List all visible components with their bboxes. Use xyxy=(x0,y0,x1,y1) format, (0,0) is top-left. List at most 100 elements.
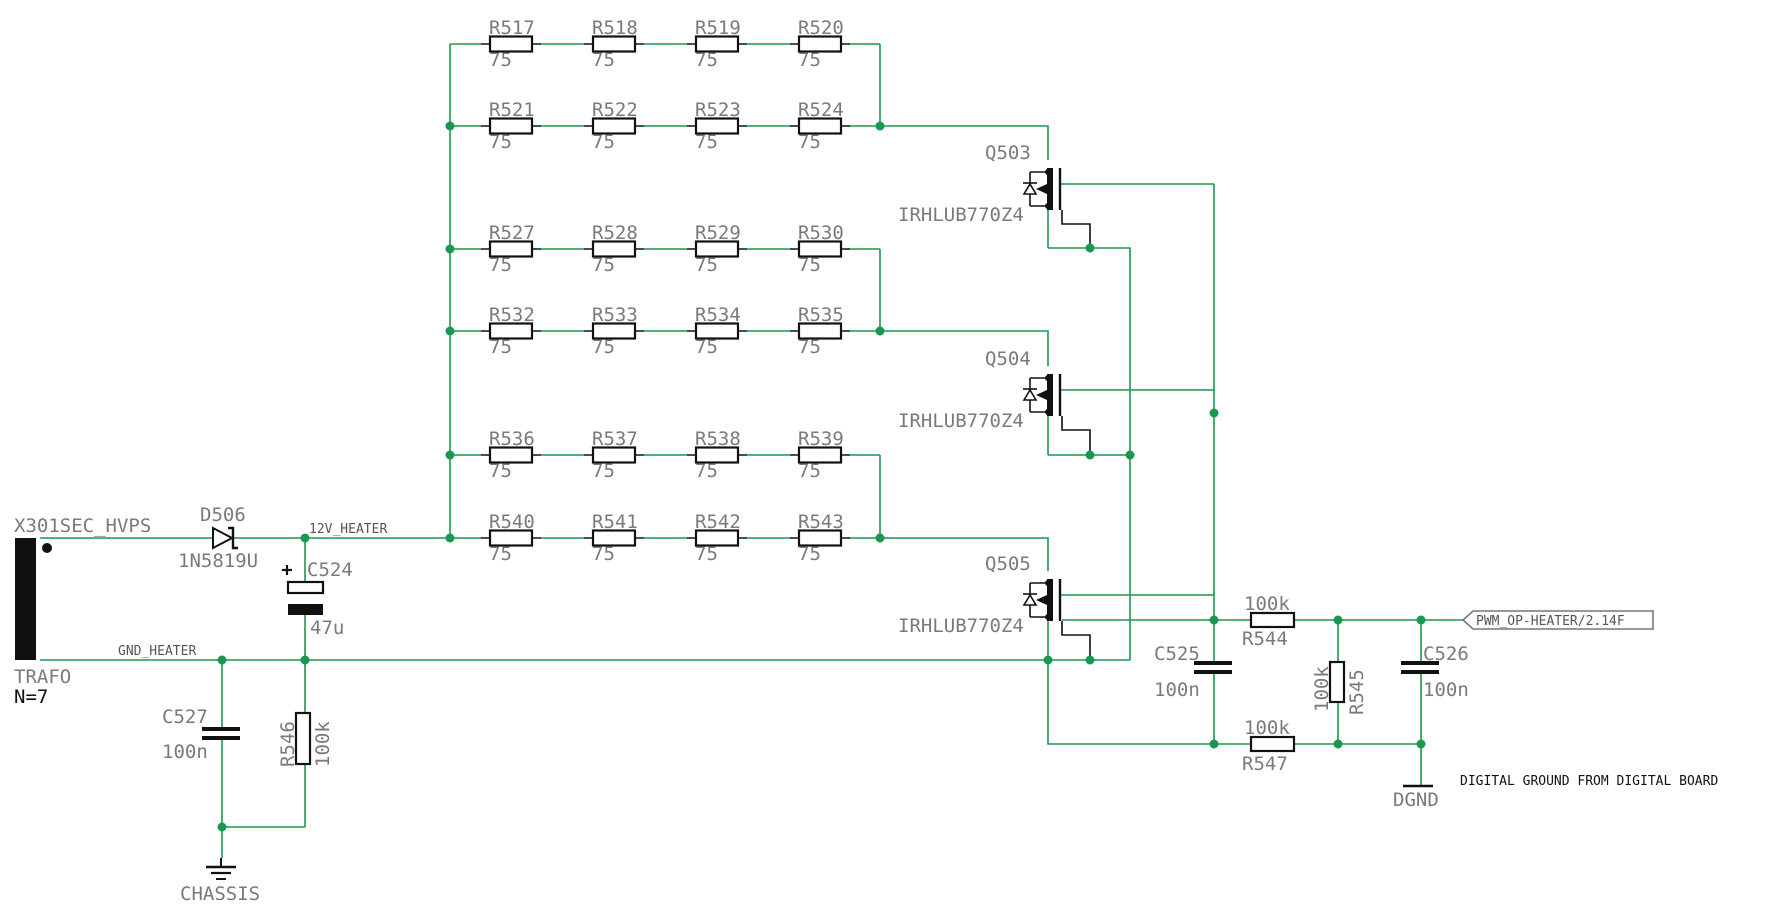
resistor-name-label: R534 xyxy=(695,304,741,326)
mosfet-part-label: IRHLUB770Z4 xyxy=(898,204,1024,226)
transformer-ratio: N=7 xyxy=(14,686,48,708)
digital-ground-note: DIGITAL GROUND FROM DIGITAL BOARD xyxy=(1460,774,1718,789)
pwm-port-label: PWM_OP-HEATER/2.14F xyxy=(1476,614,1625,629)
resistor-name-label: R537 xyxy=(592,428,638,450)
resistor-r530 xyxy=(797,240,843,258)
capacitor-c526 xyxy=(1401,661,1439,674)
mosfet-name-label: Q503 xyxy=(985,142,1031,164)
resistor-r535 xyxy=(797,322,843,340)
capacitor-c524 xyxy=(282,565,325,615)
resistor-name-label: R517 xyxy=(489,17,535,39)
resistor-name-label: R539 xyxy=(798,428,844,450)
resistor-r523 xyxy=(694,117,740,135)
junction-dot xyxy=(217,822,227,832)
resistor-name-label: R535 xyxy=(798,304,844,326)
resistor-value-label: 75 xyxy=(592,49,615,71)
resistor-r540 xyxy=(488,529,534,547)
mosfet-node xyxy=(1045,375,1051,381)
wire xyxy=(1048,247,1131,660)
resistor-r544 xyxy=(1249,611,1296,629)
resistor-name-label: R524 xyxy=(798,99,844,121)
mosfet-part-label: IRHLUB770Z4 xyxy=(898,410,1024,432)
components: X301SEC_HVPS TRAFO N=7 D506 1N5819U 12V_… xyxy=(14,17,1718,905)
resistor-name-label: R523 xyxy=(695,99,741,121)
resistor-name-label: R538 xyxy=(695,428,741,450)
resistor-value-label: 75 xyxy=(695,336,718,358)
resistor-name-label: R518 xyxy=(592,17,638,39)
transformer-dot xyxy=(42,543,52,553)
resistor-r528 xyxy=(591,240,637,258)
resistor-value-label: 75 xyxy=(695,131,718,153)
resistor-r545 xyxy=(1328,660,1346,704)
capacitor-c525 xyxy=(1194,661,1232,674)
junction-dot xyxy=(445,450,455,460)
junction-dot xyxy=(1043,655,1053,665)
mosfet-node xyxy=(1045,580,1051,586)
junction-dot xyxy=(1209,615,1219,625)
resistor-name-label: R527 xyxy=(489,222,535,244)
resistor-value-label: 75 xyxy=(798,543,821,565)
junction-dot xyxy=(445,326,455,336)
resistor-value-label: 75 xyxy=(592,460,615,482)
net-label-12v-heater: 12V_HEATER xyxy=(309,522,387,537)
c525-value: 100n xyxy=(1154,679,1200,701)
resistor-r543 xyxy=(797,529,843,547)
mosfet-kelvin-lead xyxy=(1061,416,1091,455)
junction-dot xyxy=(875,121,885,131)
junction-dot xyxy=(1333,615,1343,625)
mosfet-node xyxy=(1045,409,1051,415)
resistor-name-label: R519 xyxy=(695,17,741,39)
resistor-value-label: 75 xyxy=(798,49,821,71)
resistor-r534 xyxy=(694,322,740,340)
resistor-value-label: 75 xyxy=(489,336,512,358)
wire xyxy=(880,537,1049,571)
resistor-r541 xyxy=(591,529,637,547)
resistor-value-label: 75 xyxy=(489,131,512,153)
mosfet-name-label: Q504 xyxy=(985,348,1031,370)
r547-name: R547 xyxy=(1242,753,1288,775)
mosfet-arrow xyxy=(1036,184,1047,194)
resistor-r519 xyxy=(694,35,740,53)
junction-dot xyxy=(1125,450,1135,460)
body-diode xyxy=(1022,388,1038,401)
wire xyxy=(880,330,1049,366)
net-label-gnd-heater: GND_HEATER xyxy=(118,644,196,659)
junction-dot xyxy=(300,533,310,543)
mosfet-name-label: Q505 xyxy=(985,553,1031,575)
r546-name: R546 xyxy=(277,721,299,767)
pwm-port-icon xyxy=(1461,610,1654,630)
capacitor-c527 xyxy=(202,727,240,740)
resistor-value-label: 75 xyxy=(798,131,821,153)
junction-dot xyxy=(217,655,227,665)
junction-dot xyxy=(875,326,885,336)
resistor-r527 xyxy=(488,240,534,258)
wire xyxy=(880,125,1049,160)
resistor-value-label: 75 xyxy=(489,254,512,276)
junction-dot xyxy=(1209,739,1219,749)
dgnd-label: DGND xyxy=(1393,789,1439,811)
resistor-value-label: 75 xyxy=(695,543,718,565)
c527-value: 100n xyxy=(162,741,208,763)
chassis-ground-icon xyxy=(206,858,236,880)
junction-dot xyxy=(1085,655,1095,665)
junction-dot xyxy=(445,244,455,254)
junction-dot xyxy=(1085,450,1095,460)
junction-dot xyxy=(445,533,455,543)
resistor-r522 xyxy=(591,117,637,135)
resistor-name-label: R536 xyxy=(489,428,535,450)
resistor-value-label: 75 xyxy=(489,543,512,565)
resistor-name-label: R520 xyxy=(798,17,844,39)
resistor-value-label: 75 xyxy=(592,543,615,565)
transformer-winding xyxy=(15,538,36,660)
resistor-name-label: R521 xyxy=(489,99,535,121)
resistor-value-label: 75 xyxy=(695,254,718,276)
c527-name: C527 xyxy=(162,706,208,728)
resistor-r546 xyxy=(294,711,312,766)
resistor-r529 xyxy=(694,240,740,258)
r545-value: 100k xyxy=(1311,666,1333,712)
junction-dot xyxy=(1416,739,1426,749)
resistor-r524 xyxy=(797,117,843,135)
resistor-name-label: R532 xyxy=(489,304,535,326)
resistor-value-label: 75 xyxy=(592,336,615,358)
